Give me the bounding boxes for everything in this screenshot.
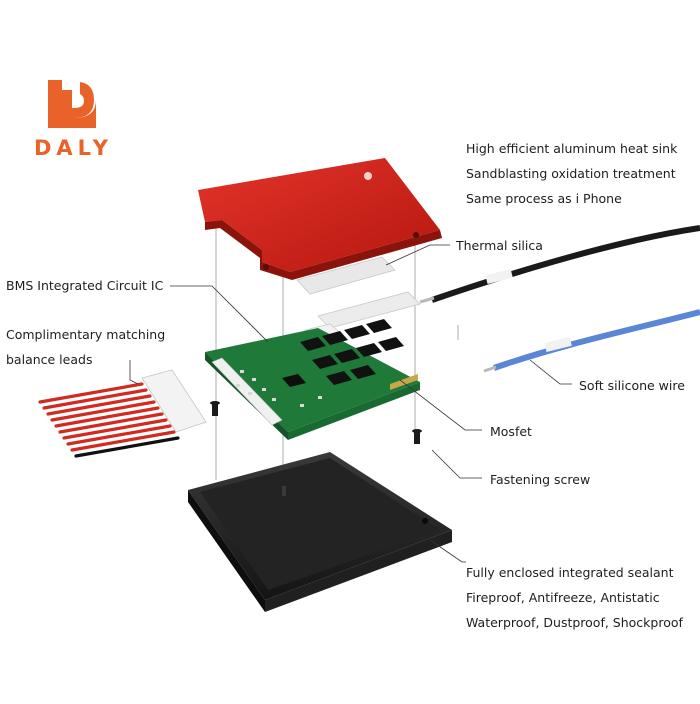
label-heat-sink-line3: Same process as i Phone [466, 191, 622, 206]
heat-sink [198, 158, 442, 280]
label-mosfet: Mosfet [490, 424, 532, 439]
label-thermal-silica: Thermal silica [456, 238, 543, 253]
black-wire [419, 225, 700, 304]
black-case [188, 452, 452, 612]
blue-wire [483, 309, 700, 373]
label-silicone-wire: Soft silicone wire [579, 378, 685, 393]
screws [210, 401, 422, 444]
label-fastening-screw: Fastening screw [490, 472, 591, 487]
thermal-silica-pads [296, 256, 421, 341]
label-enclosure-line3: Waterproof, Dustproof, Shockproof [466, 615, 683, 630]
label-balance-line2: balance leads [6, 352, 93, 367]
label-balance-line1: Complimentary matching [6, 327, 166, 342]
leader-lines [129, 244, 572, 563]
label-enclosure-line1: Fully enclosed integrated sealant [466, 565, 674, 580]
label-enclosure-line2: Fireproof, Antifreeze, Antistatic [466, 590, 660, 605]
label-bms-ic: BMS Integrated Circuit IC [6, 278, 164, 293]
daly-logo-icon [48, 80, 96, 128]
label-heat-sink-line1: High efficient aluminum heat sink [466, 141, 678, 156]
pcb-board [205, 319, 420, 440]
balance-leads [38, 369, 207, 458]
label-heat-sink-line2: Sandblasting oxidation treatment [466, 166, 676, 181]
logo-text: DALY [34, 136, 114, 160]
